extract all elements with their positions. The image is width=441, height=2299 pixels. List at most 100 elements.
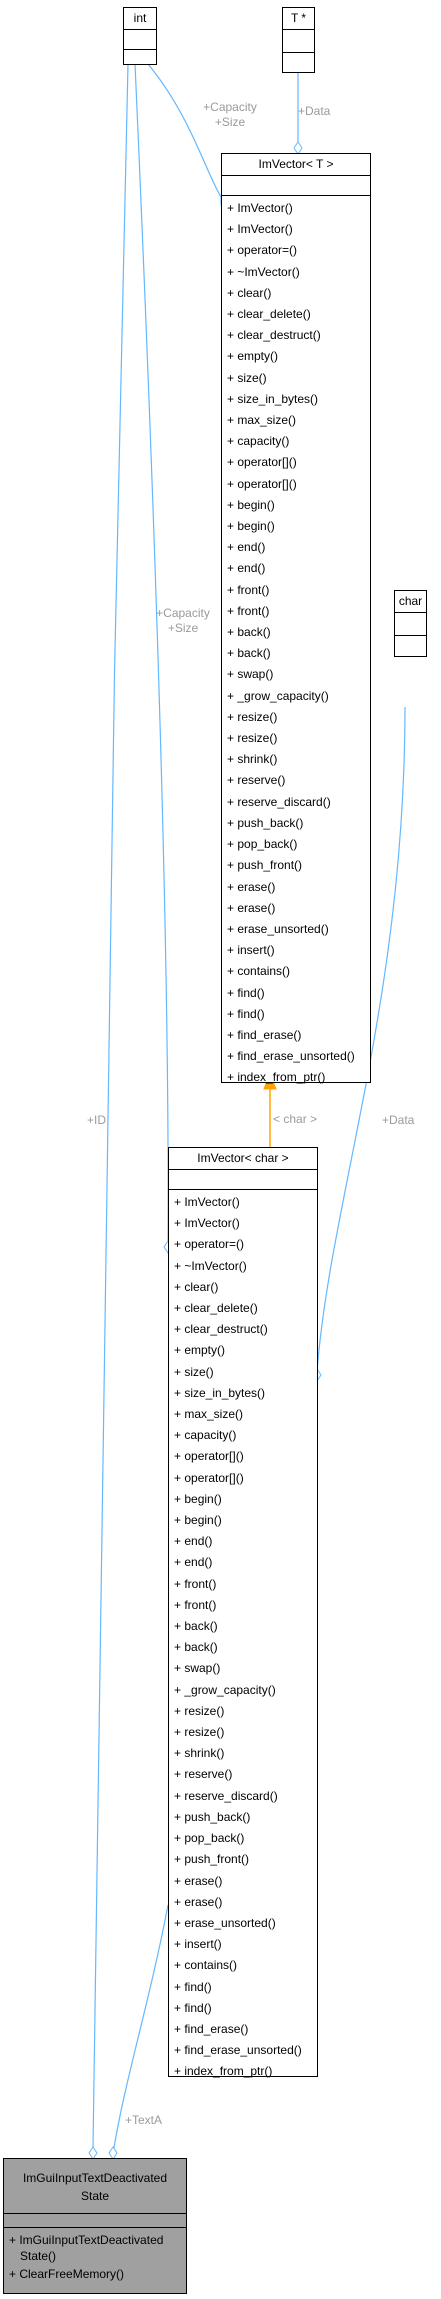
method-row[interactable]: + clear_delete()	[174, 1301, 258, 1316]
method-row[interactable]: + ~ImVector()	[174, 1258, 247, 1273]
method-row[interactable]: + capacity()	[227, 434, 290, 449]
method-row[interactable]: + begin()	[174, 1491, 222, 1506]
method-row[interactable]: + reserve()	[174, 1767, 233, 1782]
method-row[interactable]: + front()	[227, 582, 270, 597]
method-row[interactable]: + pop_back()	[174, 1831, 245, 1846]
method-row[interactable]: + operator[]()	[174, 1470, 244, 1485]
method-row[interactable]: + front()	[174, 1597, 217, 1612]
method-row[interactable]: + size()	[174, 1364, 214, 1379]
method-row[interactable]: + clear()	[227, 285, 272, 300]
method-row[interactable]: + end()	[174, 1534, 213, 1549]
method-row[interactable]: + operator[]()	[227, 455, 297, 470]
method-row[interactable]: + insert()	[227, 943, 275, 958]
method-row[interactable]: + capacity()	[174, 1428, 237, 1443]
method-row[interactable]: + resize()	[227, 709, 278, 724]
class-int[interactable]: int	[123, 7, 157, 65]
method-row[interactable]: + back()	[227, 625, 271, 640]
method-row[interactable]: + end()	[227, 561, 266, 576]
method-row[interactable]: + shrink()	[227, 752, 278, 767]
class-t-pointer-title: T *	[283, 8, 314, 30]
method-row[interactable]: + back()	[227, 646, 271, 661]
method-row[interactable]: + reserve_discard()	[227, 794, 331, 809]
edge-imvector-char-state	[113, 1904, 169, 2149]
method-row[interactable]: + operator[]()	[174, 1449, 244, 1464]
method-row[interactable]: + shrink()	[174, 1746, 225, 1761]
method-row[interactable]: + erase_unsorted()	[227, 921, 329, 936]
method-row[interactable]: + max_size()	[174, 1407, 244, 1422]
method-row[interactable]: + find_erase_unsorted()	[227, 1049, 355, 1064]
class-input-text-deactivated-state[interactable]: ImGuiInputTextDeactivated State + ImGuiI…	[3, 2158, 187, 2294]
method-row[interactable]: + erase()	[174, 1873, 223, 1888]
method-row[interactable]: + insert()	[174, 1937, 222, 1952]
method-row[interactable]: + end()	[174, 1555, 213, 1570]
method-row[interactable]: + back()	[174, 1619, 218, 1634]
method-row[interactable]: + begin()	[227, 519, 275, 534]
method-row[interactable]: + empty()	[227, 349, 279, 364]
method-row[interactable]: + _grow_capacity()	[227, 688, 329, 703]
method-row[interactable]: + find()	[174, 2000, 212, 2015]
method-row[interactable]: + resize()	[174, 1703, 225, 1718]
method-row[interactable]: + size()	[227, 370, 267, 385]
method-row[interactable]: + erase()	[174, 1894, 223, 1909]
method-row[interactable]: + find_erase()	[174, 2021, 249, 2036]
class-imvector-char[interactable]: ImVector< char > + ImVector()+ ImVector(…	[168, 1147, 318, 2078]
class-char-attributes	[395, 613, 426, 636]
method-row[interactable]: + find_erase()	[227, 1027, 302, 1042]
method-row[interactable]: + operator[]()	[227, 476, 297, 491]
method-row[interactable]: + ~ImVector()	[227, 264, 300, 279]
method-row[interactable]: + size_in_bytes()	[174, 1385, 266, 1400]
method-row[interactable]: + push_front()	[174, 1852, 250, 1867]
method-row[interactable]: + ImVector()	[227, 201, 293, 215]
method-row[interactable]: + ImVector()	[174, 1195, 240, 1209]
method-row[interactable]: + begin()	[174, 1513, 222, 1528]
class-imvector-t[interactable]: ImVector< T > + ImVector()+ ImVector()+ …	[221, 153, 371, 1084]
method-row[interactable]: + swap()	[174, 1661, 221, 1676]
method-row[interactable]: + size_in_bytes()	[227, 391, 319, 406]
class-int-attributes	[124, 30, 156, 50]
method-row[interactable]: + clear_destruct()	[227, 328, 321, 343]
method-row[interactable]: + erase()	[227, 900, 276, 915]
method-row[interactable]: + reserve()	[227, 773, 286, 788]
method-row[interactable]: + reserve_discard()	[174, 1788, 278, 1803]
method-row[interactable]: + index_from_ptr()	[174, 2064, 273, 2079]
method-row[interactable]: + max_size()	[227, 413, 297, 428]
method-row[interactable]: + operator=()	[174, 1237, 245, 1252]
method-row[interactable]: + clear_delete()	[227, 307, 311, 322]
class-imvector-t-methods: + ImVector() + ImVector() + operator=() + ~…	[222, 196, 370, 1089]
method-row[interactable]: + begin()	[227, 497, 275, 512]
method-row[interactable]: + swap()	[227, 667, 274, 682]
method-row[interactable]: + find()	[227, 985, 265, 1000]
method-row[interactable]: + front()	[227, 603, 270, 618]
class-int-title: int	[124, 8, 156, 30]
method-row[interactable]: + empty()	[174, 1343, 226, 1358]
method-row[interactable]: + ImVector()	[227, 222, 293, 237]
method-row[interactable]: + contains()	[174, 1958, 238, 1973]
method-row[interactable]: + ClearFreeMemory()	[9, 2267, 125, 2281]
method-row[interactable]: + resize()	[174, 1725, 225, 1740]
class-imvector-char-attributes	[169, 1170, 317, 1190]
method-row[interactable]: + erase_unsorted()	[174, 1915, 276, 1930]
method-row[interactable]: + contains()	[227, 964, 291, 979]
method-row[interactable]: + _grow_capacity()	[174, 1682, 276, 1697]
method-row[interactable]: + back()	[174, 1640, 218, 1655]
method-row[interactable]: + push_back()	[174, 1809, 251, 1824]
method-row[interactable]: + find()	[227, 1006, 265, 1021]
method-row[interactable]: + ImGuiInputTextDeactivated State()	[9, 2233, 164, 2263]
class-char[interactable]: char	[394, 590, 427, 657]
method-row[interactable]: + pop_back()	[227, 837, 298, 852]
class-imvector-char-methods: + ImVector() + ImVector() + operator=() + ~…	[169, 1190, 317, 2083]
method-row[interactable]: + find_erase_unsorted()	[174, 2043, 302, 2058]
class-t-pointer[interactable]: T *	[282, 7, 315, 73]
method-row[interactable]: + clear_destruct()	[174, 1322, 268, 1337]
method-row[interactable]: + front()	[174, 1576, 217, 1591]
method-row[interactable]: + operator=()	[227, 243, 298, 258]
method-row[interactable]: + find()	[174, 1979, 212, 1994]
method-row[interactable]: + resize()	[227, 731, 278, 746]
method-row[interactable]: + clear()	[174, 1279, 219, 1294]
method-row[interactable]: + erase()	[227, 879, 276, 894]
method-row[interactable]: + ImVector()	[174, 1216, 240, 1231]
method-row[interactable]: + push_back()	[227, 815, 304, 830]
method-row[interactable]: + end()	[227, 540, 266, 555]
method-row[interactable]: + push_front()	[227, 858, 303, 873]
method-row[interactable]: + index_from_ptr()	[227, 1070, 326, 1085]
